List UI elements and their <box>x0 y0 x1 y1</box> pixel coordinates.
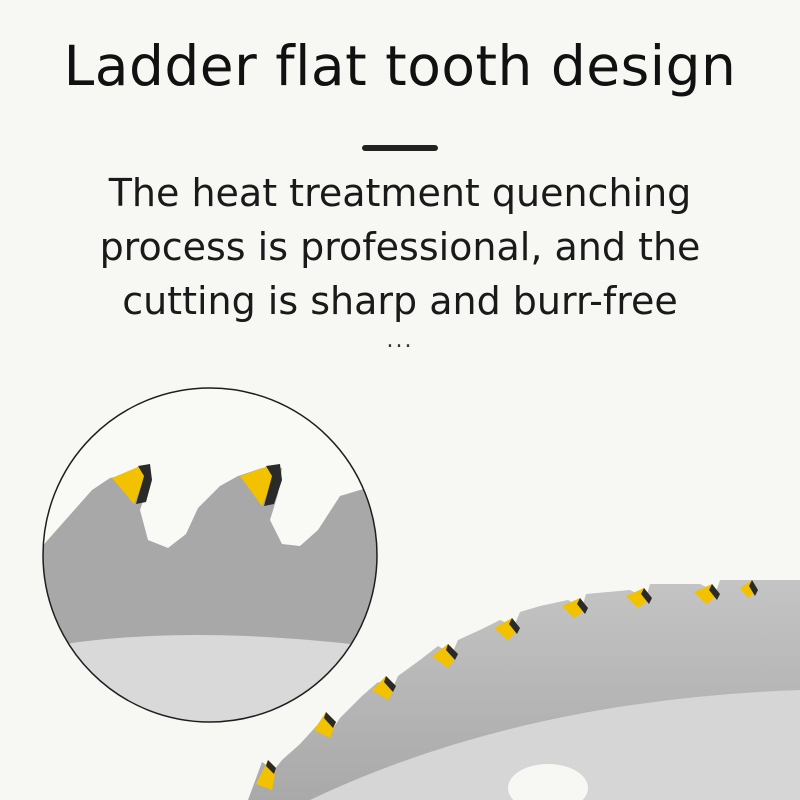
magnifier-ring <box>42 387 378 723</box>
tip-edge <box>749 580 758 596</box>
description-text: The heat treatment quenching process is … <box>0 166 800 328</box>
tip-edge <box>641 588 652 604</box>
blade-tips <box>256 580 758 790</box>
tip-edge <box>324 712 336 728</box>
page-title: Ladder flat tooth design <box>63 34 737 98</box>
blade-inner-ring <box>310 690 800 800</box>
tip-edge <box>446 644 458 660</box>
magnified-blade-ring <box>43 635 377 722</box>
tip-edge <box>384 676 396 692</box>
magnifier <box>42 387 378 723</box>
description-line: The heat treatment quenching <box>108 171 692 215</box>
description-line: cutting is sharp and burr-free <box>122 279 678 323</box>
title-divider <box>362 145 438 151</box>
saw-blade <box>248 580 800 800</box>
tip-edge <box>266 760 276 774</box>
magnified-tip-edge <box>264 464 282 506</box>
ellipsis-dots: ... <box>386 328 414 353</box>
magnified-tip-edge <box>136 464 152 504</box>
magnified-tip <box>240 466 274 506</box>
magnified-tip <box>112 466 146 504</box>
tip-edge <box>509 618 520 634</box>
description-line: process is professional, and the <box>99 225 701 269</box>
tip-edge <box>709 584 720 600</box>
blade-arbor-hole <box>508 764 588 800</box>
tip-edge <box>577 598 588 614</box>
